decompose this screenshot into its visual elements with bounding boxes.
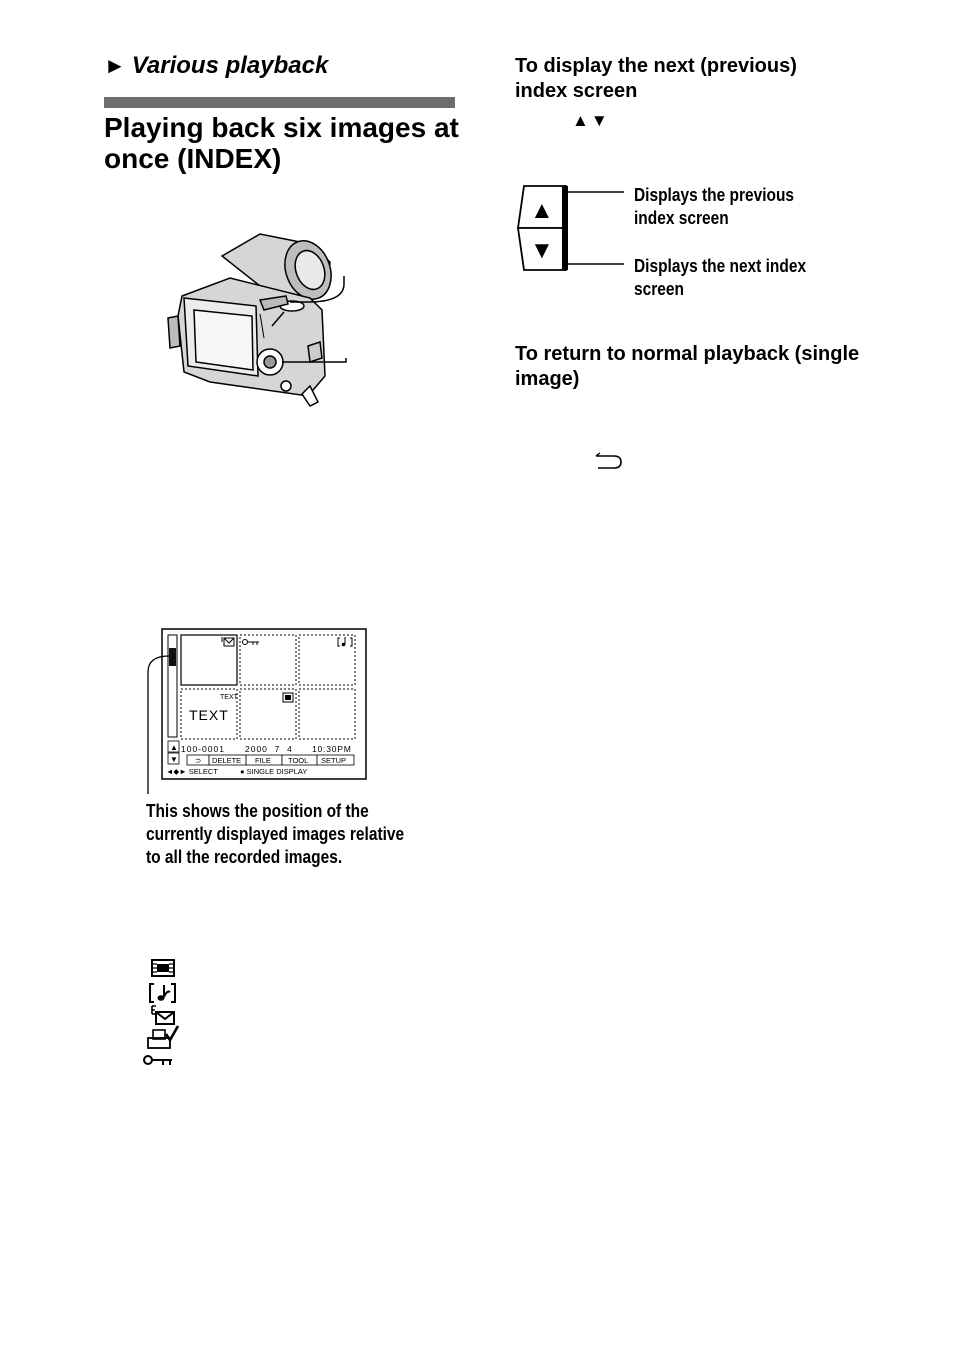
caption-line: to all the recorded images.	[146, 847, 343, 867]
up-triangle-icon: ▲	[530, 197, 554, 224]
position-caption: This shows the position of the currently…	[146, 800, 404, 869]
label-line: Displays the previous	[634, 185, 795, 205]
caption-line: This shows the position of the	[146, 801, 369, 821]
thumbnail-3	[298, 634, 356, 686]
thumbnail-6	[298, 688, 356, 740]
lcd-return-button: ⊃	[195, 756, 201, 765]
lcd-file-button: FILE	[255, 756, 271, 765]
lcd-delete-button: DELETE	[212, 756, 241, 765]
thumbnail-1	[180, 634, 238, 686]
recording-time: 10:30PM	[312, 744, 352, 754]
scroll-bar	[167, 634, 178, 738]
movie-file-icon	[282, 692, 294, 703]
title-rule	[104, 97, 455, 108]
scroll-position-indicator	[169, 648, 176, 666]
email-file-icon	[151, 1005, 175, 1025]
scroll-down-button: ▼	[170, 755, 178, 764]
movie-file-icon	[151, 959, 175, 977]
return-icon	[595, 452, 622, 469]
next-prev-heading: To display the next (previous) index scr…	[515, 55, 797, 102]
next-index-label: Displays the next index screen	[634, 255, 806, 301]
audio-file-icon	[149, 983, 176, 1003]
camera-illustration	[167, 233, 347, 407]
down-triangle-icon: ▼	[530, 237, 554, 264]
single-display-hint: ● SINGLE DISPLAY	[240, 767, 307, 776]
print-mark-icon	[147, 1025, 180, 1049]
recording-date: 2000 7 4	[245, 744, 293, 754]
lcd-setup-button: SETUP	[321, 756, 346, 765]
triangle-arrow-icon: ►	[104, 53, 126, 78]
label-line: screen	[634, 279, 684, 299]
protect-key-icon	[242, 639, 259, 645]
text-thumbnail-label: TEXT	[189, 707, 229, 723]
section-label-text: Various playback	[131, 52, 329, 79]
email-file-icon	[221, 637, 235, 647]
file-number: 100-0001	[181, 744, 225, 754]
thumbnail-2	[239, 634, 297, 686]
audio-file-icon	[337, 637, 353, 647]
lcd-index-screen: TEXT TEXT ▲ ▼ 100-0001 2000 7 4 10:30PM …	[147, 628, 367, 794]
label-line: Displays the next index	[634, 256, 807, 276]
lcd-tool-button: TOOL	[288, 756, 308, 765]
section-label: ►Various playback	[104, 52, 328, 80]
file-icon-legend	[143, 959, 180, 1065]
return-heading: To return to normal playback (single ima…	[515, 343, 860, 390]
protect-key-icon	[143, 1055, 172, 1065]
scroll-up-button: ▲	[170, 743, 178, 752]
caption-line: currently displayed images relative	[146, 824, 405, 844]
up-down-keys: ▲▼	[572, 111, 610, 130]
thumbnail-4	[180, 688, 238, 740]
text-file-badge: TEXT	[220, 694, 239, 701]
page-title: Playing back six images at once (INDEX)	[104, 112, 459, 174]
label-line: index screen	[634, 208, 729, 228]
index-navigation-keys: ▲ ▼	[516, 185, 624, 271]
select-hint: ◄◆► SELECT	[166, 767, 218, 776]
previous-index-label: Displays the previous index screen	[634, 184, 794, 230]
